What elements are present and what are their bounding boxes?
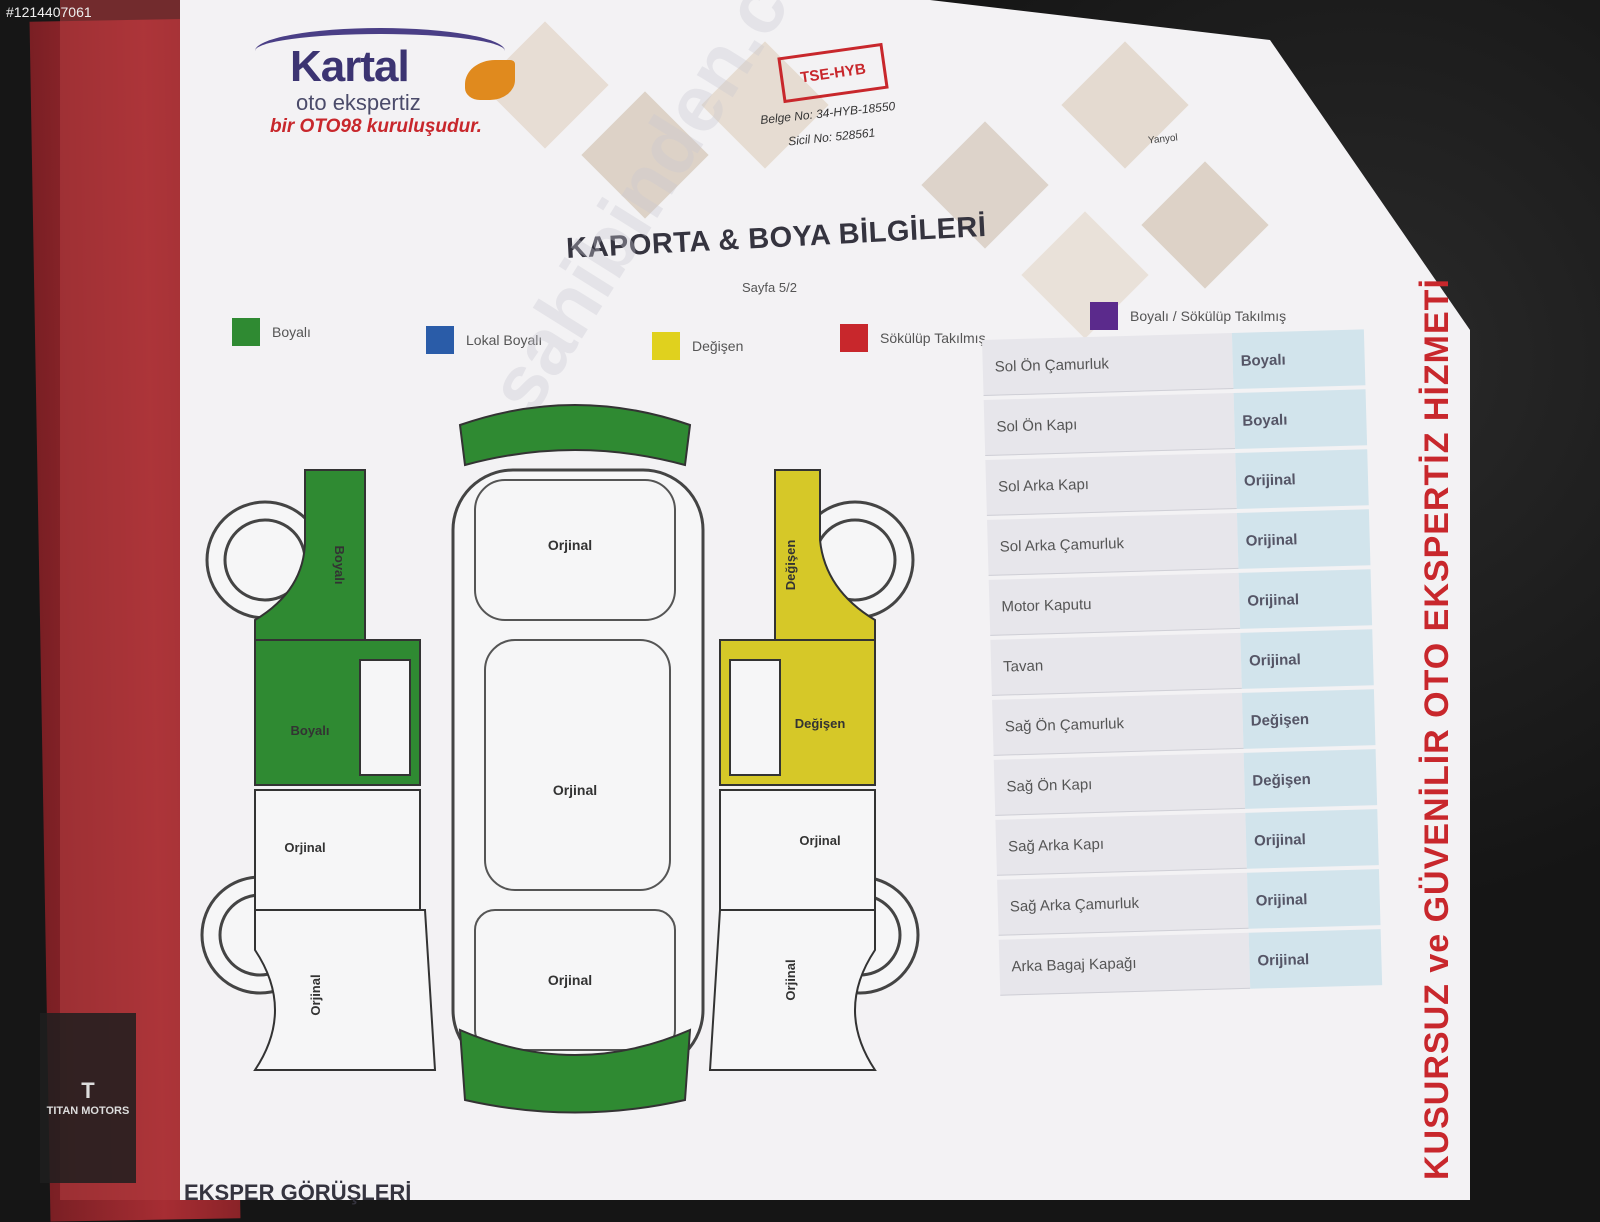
part-status: Orijinal (1240, 629, 1374, 689)
right-rear-door-label: Orjinal (799, 833, 840, 848)
side-banner: KUSURSUZ ve GÜVENİLİR OTO EKSPERTİZ HİZM… (1408, 278, 1468, 1200)
legend-label: Boyalı (272, 324, 311, 340)
part-status: Orijinal (1235, 449, 1369, 509)
page-number: Sayfa 5/2 (742, 280, 797, 295)
legend-painted-removed: Boyalı / Sökülüp Takılmış (1090, 302, 1286, 330)
part-name: Sol Arka Kapı (985, 452, 1237, 516)
footer-heading: EKSPER GÖRÜŞLERİ (184, 1180, 412, 1205)
part-name: Motor Kaputu (988, 572, 1241, 636)
hood-panel (474, 479, 676, 621)
rear-bumper (458, 1028, 692, 1114)
logo-tagline: bir OTO98 kuruluşudur. (270, 116, 482, 137)
side-banner-text: KUSURSUZ ve GÜVENİLİR OTO EKSPERTİZ HİZM… (1418, 278, 1456, 1180)
legend-local-painted: Lokal Boyalı (426, 326, 542, 354)
titan-text: TITAN MOTORS (46, 1105, 130, 1117)
titan-motors-logo: T TITAN MOTORS (40, 1013, 136, 1183)
part-name: Sağ Ön Kapı (993, 752, 1246, 816)
left-front-window (359, 659, 411, 776)
bg-diamond (1061, 41, 1189, 169)
part-status: Değişen (1241, 689, 1376, 749)
logo-swoosh (255, 28, 505, 74)
left-rear-fender-label: Orjinal (308, 974, 323, 1015)
roof-panel (484, 639, 671, 891)
bg-diamond (1141, 161, 1269, 289)
legend-swatch (232, 318, 260, 346)
legend-painted: Boyalı (232, 318, 311, 346)
right-front-door-label: Değişen (795, 716, 846, 731)
part-status: Orijinal (1246, 869, 1381, 929)
hood-label: Orjinal (548, 537, 592, 553)
legend-swatch (652, 332, 680, 360)
part-status: Değişen (1243, 749, 1378, 809)
part-status: Orijinal (1238, 569, 1373, 629)
part-name: Sol Ön Çamurluk (982, 333, 1234, 396)
legend-label: Sökülüp Takılmış (880, 330, 986, 346)
part-status: Orijinal (1236, 509, 1371, 569)
trunk-panel (474, 909, 676, 1051)
part-name: Arka Bagaj Kapağı (998, 932, 1251, 996)
part-status: Orijinal (1245, 809, 1379, 869)
part-name: Sol Ön Kapı (983, 392, 1236, 456)
part-status: Orijinal (1248, 929, 1383, 989)
right-rear-fender-label: Orjinal (783, 959, 798, 1000)
car-diagram: Orjinal Orjinal Orjinal Boyalı Boyalı Or… (200, 404, 920, 1114)
legend-removed: Sökülüp Takılmış (840, 324, 986, 352)
left-rear-door-label: Orjinal (284, 840, 325, 855)
part-name: Sol Arka Çamurluk (987, 512, 1239, 576)
part-name: Sağ Ön Çamurluk (992, 692, 1244, 756)
part-name: Sağ Arka Kapı (995, 812, 1247, 876)
right-rear-fender (708, 909, 877, 1071)
eagle-icon (465, 60, 515, 100)
right-front-window (729, 659, 781, 776)
part-name: Sağ Arka Çamurluk (997, 872, 1249, 936)
left-front-door-label: Boyalı (290, 723, 329, 738)
left-rear-fender (253, 909, 437, 1071)
titan-mark: T (81, 1078, 95, 1103)
legend-swatch (426, 326, 454, 354)
left-front-fender-label: Boyalı (332, 545, 347, 584)
front-bumper (458, 404, 692, 467)
part-name: Tavan (990, 632, 1242, 696)
logo-subtitle: oto ekspertiz (296, 90, 421, 115)
right-front-fender-label: Değişen (783, 540, 798, 591)
right-rear-door (719, 789, 876, 911)
legend-label: Değişen (692, 338, 744, 354)
stock-id: #1214407061 (6, 4, 92, 20)
legend-label: Lokal Boyalı (466, 332, 543, 348)
part-status: Boyalı (1233, 389, 1368, 449)
roof-label: Orjinal (553, 782, 597, 798)
part-status: Boyalı (1231, 329, 1366, 389)
left-rear-door (254, 789, 421, 911)
logo-brand: Kartal (290, 42, 410, 91)
legend-swatch (840, 324, 868, 352)
legend-changed: Değişen (652, 332, 743, 360)
trunk-label: Orjinal (548, 972, 592, 988)
legend-label: Boyalı / Sökülüp Takılmış (1130, 308, 1287, 324)
legend-swatch (1090, 302, 1118, 330)
